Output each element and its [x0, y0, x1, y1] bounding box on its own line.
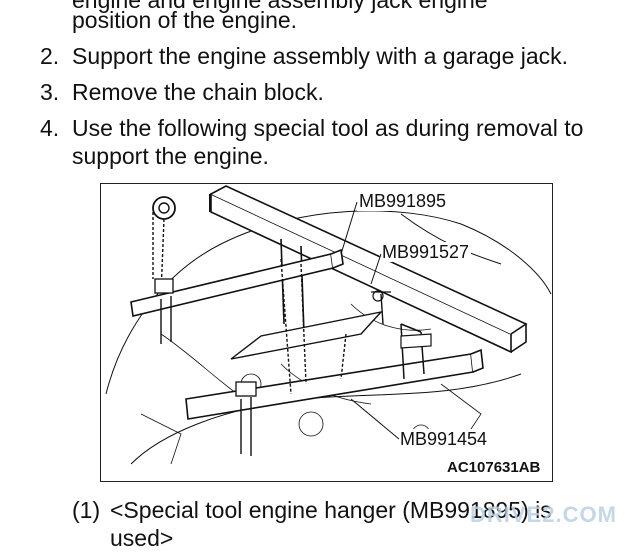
engine-hanger-illustration: MB991895 MB991527 MB991454 AC107631AB [100, 183, 553, 482]
step3-number: 3. [40, 79, 60, 105]
figure-id: AC107631AB [447, 459, 541, 476]
callout-engine-support-bar: MB991454 [398, 429, 490, 449]
step4-number: 4. [40, 115, 60, 141]
step4-continuation: support the engine. [72, 143, 269, 169]
cut-off-text-line: engine and engine assembly jack engine [72, 0, 488, 13]
step4-text: Use the following special tool as during… [72, 115, 584, 141]
note-text: <Special tool engine hanger (MB991895) i… [110, 497, 552, 523]
engine-hanger-drawing [105, 185, 552, 465]
step2-number: 2. [40, 43, 60, 69]
note-continuation: used> [110, 525, 174, 551]
callout-engine-hanger: MB991895 [357, 191, 449, 211]
callout-engine-lifter: MB991527 [380, 242, 472, 262]
step2-text: Support the engine assembly with a garag… [72, 43, 569, 69]
site-watermark: DRIVE2.COM [470, 502, 617, 527]
step1-continuation: position of the engine. [72, 7, 298, 33]
note-number: (1) [72, 497, 101, 523]
step3-text: Remove the chain block. [72, 79, 324, 105]
